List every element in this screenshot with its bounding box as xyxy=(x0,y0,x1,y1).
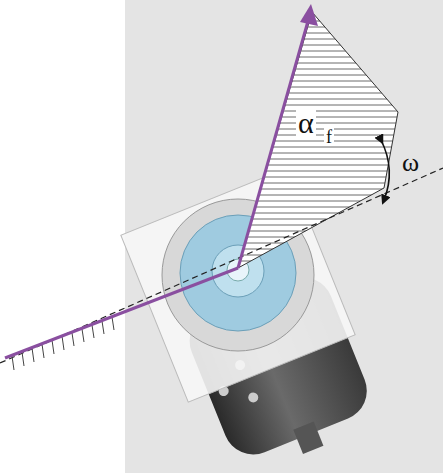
incident-beam xyxy=(5,268,238,358)
rotation-symbol: ω xyxy=(400,150,421,176)
angle-symbol: α xyxy=(296,108,316,138)
surface-line xyxy=(0,168,443,363)
rotation-arrow xyxy=(381,140,389,200)
background-panel xyxy=(125,0,443,473)
exit-angle-region xyxy=(238,12,398,268)
angle-subscript: f xyxy=(324,128,334,146)
reflected-beam xyxy=(238,14,310,268)
beam-hatch xyxy=(12,317,114,370)
